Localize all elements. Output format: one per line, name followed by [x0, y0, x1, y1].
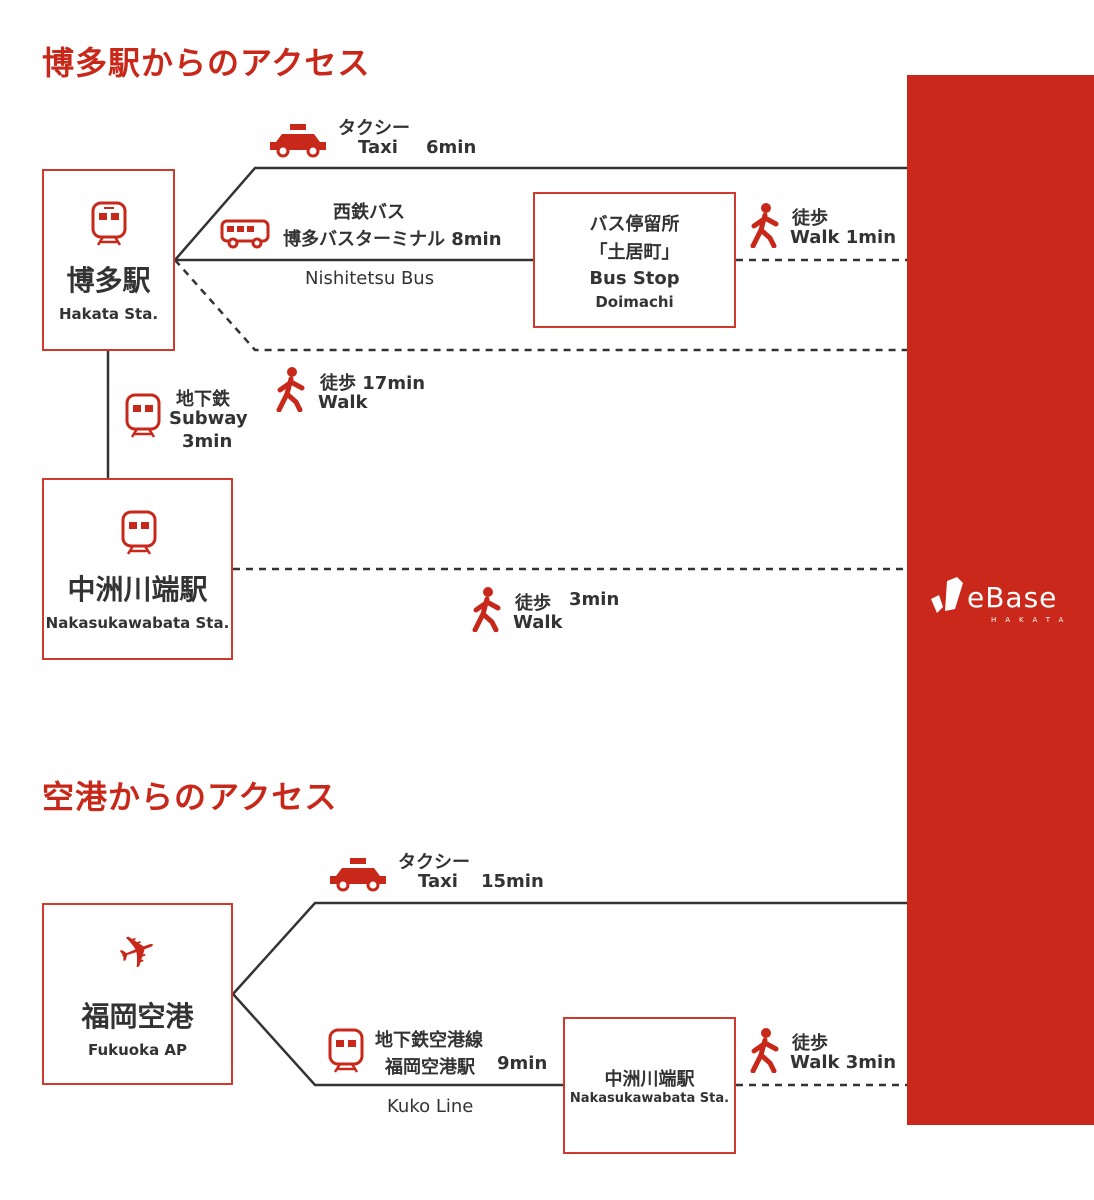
nakasu-station-box: 中洲川端駅 Nakasukawabata Sta. — [42, 478, 233, 660]
bus-terminal-time: 博多バスターミナル 8min — [283, 229, 502, 250]
airport-subway-line-ja: 地下鉄空港線 — [375, 1030, 483, 1051]
logo-text: eBase — [967, 581, 1058, 614]
bus-label-en: Nishitetsu Bus — [305, 268, 435, 289]
train-icon — [91, 201, 127, 246]
taxi-icon — [330, 858, 386, 892]
nakasu-walk-ja: 徒歩 — [515, 593, 551, 614]
nakasu-walk-en: Walk — [513, 612, 563, 633]
subway-icon — [328, 1028, 364, 1073]
airport-subway-en: Kuko Line — [387, 1096, 474, 1117]
bus-stop-name-ja: 「土居町」 — [589, 242, 680, 263]
airport-nakasu-en: Nakasukawabata Sta. — [569, 1091, 730, 1106]
taxi-route-line — [174, 166, 907, 261]
walk-route-line — [174, 259, 907, 352]
airport-name-en: Fukuoka AP — [87, 1041, 188, 1059]
airport-subway-station-ja: 福岡空港駅 — [385, 1057, 475, 1078]
airport-nakasu-name: 中洲川端駅 — [604, 1069, 695, 1090]
airport-nakasu-box: 中洲川端駅 Nakasukawabata Sta. — [563, 1017, 736, 1154]
nakasu-walk-time: 3min — [569, 589, 620, 610]
footprint-logo-icon — [931, 577, 963, 613]
nakasu-station-en: Nakasukawabata Sta. — [45, 614, 230, 632]
hakata-station-en: Hakata Sta. — [58, 305, 159, 323]
walk-icon — [750, 1028, 779, 1073]
walk-icon — [472, 587, 501, 632]
taxi-label-en: Taxi — [358, 137, 398, 158]
bus-label-ja: 西鉄バス — [333, 202, 405, 223]
bus-icon — [220, 219, 270, 249]
bus-stop-walk-time: Walk 1min — [790, 227, 897, 248]
airport-subway-time: 9min — [497, 1053, 548, 1074]
walk-time-ja: 徒歩 17min — [320, 373, 426, 394]
airport-taxi-line — [232, 901, 907, 995]
taxi-label-ja: タクシー — [338, 118, 410, 139]
taxi-time: 6min — [426, 137, 477, 158]
logo-subtext: HAKATA — [991, 616, 1073, 624]
hakata-station-box: 博多駅 Hakata Sta. — [42, 169, 175, 351]
bus-stop-walk-ja: 徒歩 — [792, 208, 828, 229]
hakata-section-title: 博多駅からのアクセス — [42, 44, 371, 82]
bus-stop-ja: バス停留所 — [589, 214, 680, 235]
airport-name: 福岡空港 — [81, 1000, 194, 1033]
hakata-station-name: 博多駅 — [66, 264, 151, 297]
walk-icon — [750, 203, 779, 248]
webase-destination-panel: eBase HAKATA — [907, 75, 1094, 1125]
bus-stop-en: Bus Stop — [589, 268, 680, 289]
bus-stop-name-en: Doimachi — [595, 293, 674, 311]
airport-box: ✈ 福岡空港 Fukuoka AP — [42, 903, 233, 1085]
airport-taxi-ja: タクシー — [398, 852, 470, 873]
airport-subway-line — [232, 993, 563, 1087]
subway-label-en: Subway — [169, 408, 248, 429]
airport-taxi-en: Taxi — [418, 871, 458, 892]
subway-time: 3min — [182, 431, 233, 452]
train-icon — [121, 510, 157, 555]
bus-stop-box: バス停留所 「土居町」 Bus Stop Doimachi — [533, 192, 736, 328]
subway-label-ja: 地下鉄 — [176, 389, 230, 410]
airport-walk-time: Walk 3min — [790, 1052, 897, 1073]
airplane-icon: ✈ — [110, 919, 165, 983]
airport-walk-ja: 徒歩 — [792, 1033, 828, 1054]
webase-logo: eBase HAKATA — [929, 571, 1079, 631]
walk-icon — [276, 367, 305, 412]
airport-taxi-time: 15min — [481, 871, 544, 892]
taxi-icon — [270, 124, 326, 158]
airport-section-title: 空港からのアクセス — [42, 778, 338, 816]
walk-label-en: Walk — [318, 392, 368, 413]
subway-icon — [125, 393, 161, 438]
nakasu-station-name: 中洲川端駅 — [67, 573, 208, 606]
